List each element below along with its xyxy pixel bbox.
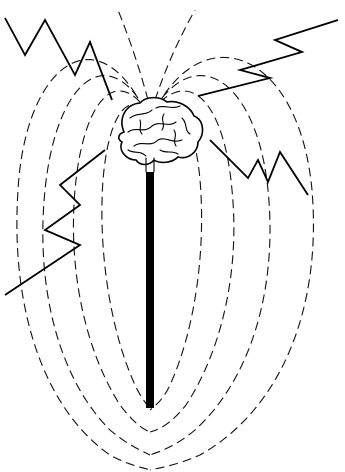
field-line-top-left [118, 10, 148, 100]
field-line-top-right [155, 10, 195, 100]
zigzag-top-left [5, 18, 112, 100]
zigzag-top-right [198, 20, 338, 96]
zigzag-right [210, 140, 308, 195]
spine-bar [146, 172, 154, 408]
brain-icon [119, 98, 203, 172]
